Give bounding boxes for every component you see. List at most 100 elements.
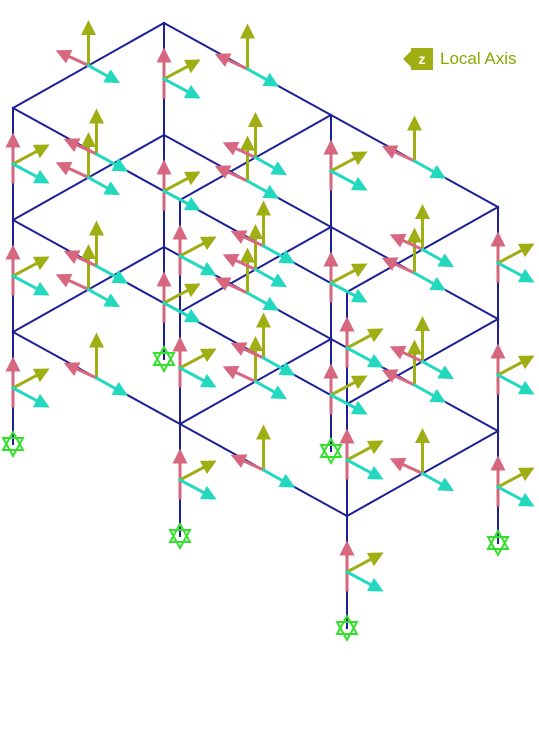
axis-2-arrow [261,243,296,264]
axis-2-arrow [86,287,121,308]
axis-3-arrow [328,151,368,174]
column-local-axis-triad [156,271,201,323]
axis-3-arrow [161,283,201,306]
axis-1-arrow [55,161,91,180]
local-axis-legend: z Local Axis [402,46,517,72]
local-axis-triad [230,312,296,376]
axis-1-arrow [63,138,99,156]
local-axis-triad [222,224,288,288]
axis-2-arrow [495,484,535,507]
local-axis-triad [381,227,447,291]
local-axis-triad [389,204,455,268]
local-axis-triad [214,23,280,87]
column-local-axis-triad [5,244,50,296]
axis-1-arrow [214,53,250,71]
axis-1-arrow [389,457,425,476]
axis-2-arrow [86,63,121,84]
column-local-axis-triad [490,343,535,395]
axis-3-arrow [344,328,384,351]
axis-2-arrow [245,66,280,87]
axis-1-arrow [222,141,258,160]
axis-1-arrow [389,233,425,252]
axis-1-arrow [389,345,425,364]
local-axis-triad [63,332,129,396]
local-axis-triad [55,20,121,84]
axis-2-arrow [86,175,121,196]
local-axis-triad [222,112,288,176]
supports [1,344,510,643]
axis-2-arrow [495,260,535,283]
column-local-axis-triad [323,251,368,303]
column-local-axis-triad [339,428,384,480]
axis-1-arrow [63,362,99,380]
local-axis-triad [222,336,288,400]
fixed-support-icon [1,429,25,459]
axis-2-arrow [344,569,384,592]
local-axis-triad [214,247,280,311]
axis-3-arrow [495,243,535,266]
axis-2-arrow [253,155,288,176]
column-local-axis-triad [323,363,368,415]
axis-2-arrow [177,477,217,500]
column-local-axis-triad [172,336,217,388]
axis-2-arrow [161,188,201,211]
axis-2-arrow [328,168,368,191]
local-axis-triads [5,20,535,592]
column-local-axis-triad [490,231,535,283]
axis-3-arrow [10,144,50,167]
axis-2-arrow [94,375,129,396]
local-axis-triad [55,132,121,196]
axis-1-arrow [230,230,266,248]
axis-1-arrow [214,277,250,295]
axis-2-arrow [420,359,455,380]
local-axis-triad [55,244,121,308]
axis-2-arrow [412,382,447,403]
legend-label: Local Axis [440,49,517,68]
axis-1-arrow [55,273,91,292]
axis-3-arrow [161,171,201,194]
axis-1-arrow [214,165,250,183]
axis-3-arrow [177,460,217,483]
local-axis-triad [63,108,129,172]
axis-3-arrow [10,368,50,391]
local-axis-triad [381,339,447,403]
axis-3-arrow [328,263,368,286]
axis-3-arrow [344,552,384,575]
column-local-axis-triad [156,159,201,211]
fixed-support-icon [486,528,510,558]
axis-1-arrow [55,49,91,68]
axis-2-arrow [10,161,50,184]
axis-1-arrow [222,365,258,384]
axis-2-arrow [245,178,280,199]
axis-1-arrow [63,250,99,268]
axis-3-arrow [177,236,217,259]
column-local-axis-triad [339,316,384,368]
column-local-axis-triad [339,540,384,592]
column-local-axis-triad [172,224,217,276]
axis-3-arrow [10,256,50,279]
column-local-axis-triad [5,132,50,184]
axis-2-arrow [177,365,217,388]
axis-2-arrow [253,379,288,400]
local-axis-triad [230,424,296,488]
axis-1-arrow [381,257,417,275]
local-axis-triad [389,316,455,380]
local-axis-triad [389,428,455,492]
axis-2-arrow [344,457,384,480]
fixed-support-icon [168,521,192,551]
local-axis-triad [381,115,447,179]
axis-2-arrow [412,158,447,179]
axis-2-arrow [328,280,368,303]
axis-1-arrow [230,454,266,472]
z-axis-tag-icon: z [403,48,433,70]
local-axis-triad [63,220,129,284]
axis-2-arrow [245,290,280,311]
axis-3-arrow [177,348,217,371]
axis-2-arrow [420,247,455,268]
axis-3-arrow [328,375,368,398]
axis-1-arrow [222,253,258,272]
axis-2-arrow [412,270,447,291]
axis-2-arrow [261,467,296,488]
frame-members [11,21,500,629]
